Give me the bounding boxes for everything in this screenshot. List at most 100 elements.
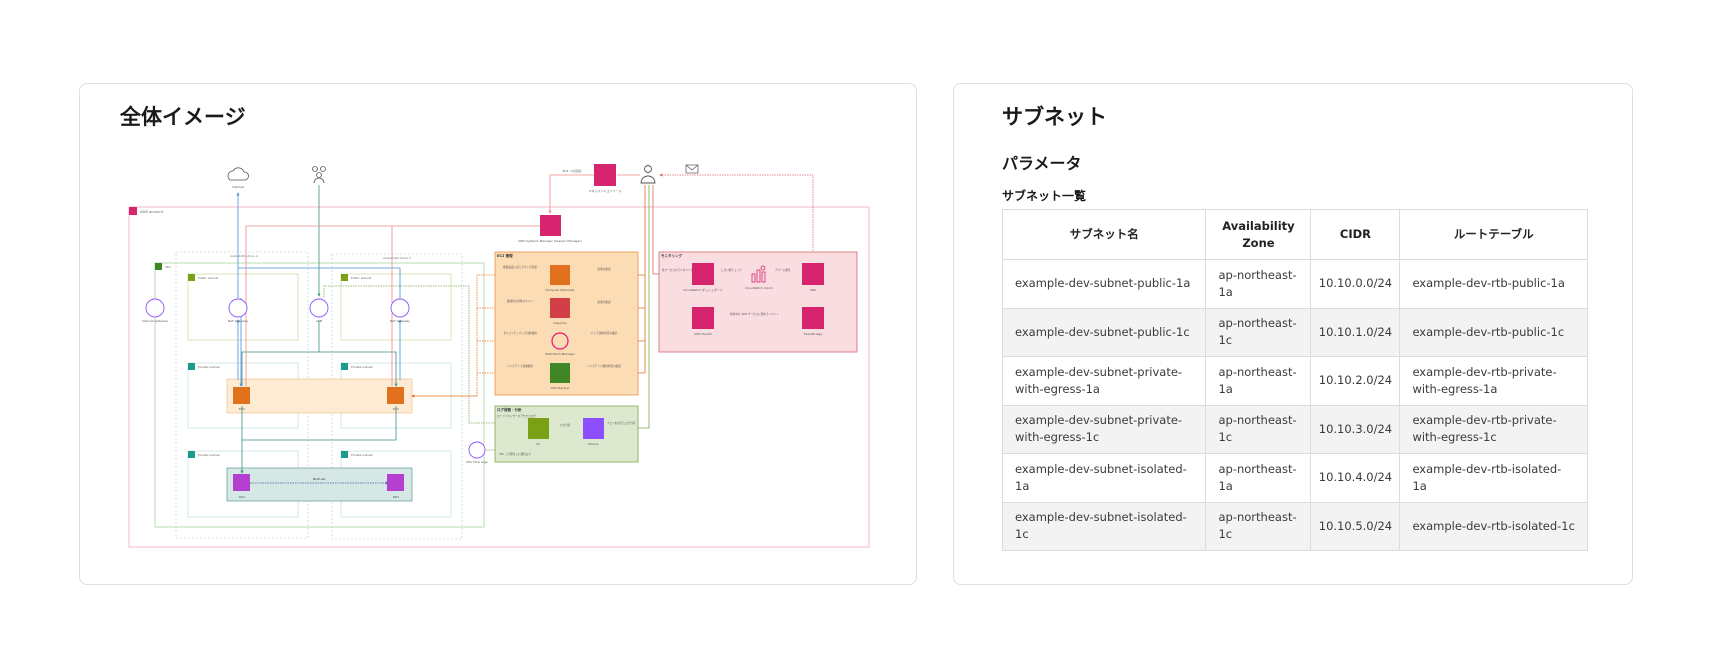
cloudwatch-alarm-icon <box>751 265 766 283</box>
note: 結果の確認 <box>598 267 611 271</box>
table-row: example-dev-subnet-private-with-egress-1… <box>1001 404 1588 454</box>
route-table-cell: example-dev-rtb-isolated-1a <box>1399 453 1588 503</box>
column-header: ルートテーブル <box>1399 209 1588 260</box>
cidr-cell: 10.10.4.0/24 <box>1310 453 1401 503</box>
note: バックアップ自動取得 <box>507 364 533 368</box>
public-subnet-label: Public subnet <box>198 276 219 280</box>
eventbridge-label: EventBridge <box>804 332 823 336</box>
column-header: CIDR <box>1310 209 1401 260</box>
systems-manager-icon <box>540 215 561 236</box>
parameter-heading: パラメータ <box>1002 154 1082 173</box>
management-console-icon <box>594 164 616 186</box>
note: ログ分析 <box>560 423 571 427</box>
mail-icon <box>685 164 699 174</box>
subnet-card: サブネット パラメータ サブネット一覧 サブネット名 Availability … <box>953 83 1633 585</box>
users-icon <box>312 166 326 184</box>
route-table-cell: example-dev-rtb-public-1c <box>1399 307 1588 357</box>
note: 結果の確認 <box>598 300 611 304</box>
az-cell: ap-northeast-1c <box>1205 404 1312 454</box>
nat-gateway-icon <box>228 298 248 318</box>
igw-label: Internet Gateway <box>142 319 168 323</box>
log-analysis-title: ログ保管・分析 <box>497 407 522 412</box>
nat-gateway-icon <box>390 298 410 318</box>
ec2-icon <box>233 387 250 404</box>
compute-optimizer-icon <box>550 265 570 285</box>
inspector-label: Inspector <box>553 321 568 325</box>
az-c-label: Availability Zone C <box>383 256 411 260</box>
patch-manager-label: SSM Patch Manager <box>545 352 575 356</box>
architecture-diagram: AWS account Availability Zone A Availabi… <box>128 164 870 548</box>
aws-health-icon <box>692 307 714 329</box>
private-subnet-label: Private subnet <box>198 453 221 457</box>
sns-label: SNS <box>810 288 816 292</box>
table-row: example-dev-subnet-private-with-egress-1… <box>1001 356 1588 406</box>
private-subnet-label: Private subnet <box>351 365 374 369</box>
console-label: マネジメントコンソール <box>588 188 621 193</box>
ec2-management-title: EC2 管理 <box>497 253 513 258</box>
note: 各サービスのモニタリング <box>662 268 694 272</box>
public-subnet-label: Public subnet <box>351 276 372 280</box>
user-icon <box>640 165 656 184</box>
note: クエリを実行しログ分析 <box>607 421 636 425</box>
overview-title: 全体イメージ <box>120 105 246 129</box>
route-table-cell: example-dev-rtb-public-1a <box>1399 259 1588 309</box>
ec2-login-label: EC2 への接続 <box>563 168 582 173</box>
alb-icon <box>309 298 329 318</box>
s3-icon <box>528 418 549 439</box>
cidr-cell: 10.10.5.0/24 <box>1310 501 1401 551</box>
s3-label: S3 <box>536 442 540 446</box>
rds-label: RDS <box>239 495 245 499</box>
athena-label: Athena <box>588 442 599 446</box>
cidr-cell: 10.10.0.0/24 <box>1310 259 1401 309</box>
inspector-icon <box>550 298 570 318</box>
rds-group <box>226 467 413 502</box>
column-header: サブネット名 <box>1001 209 1207 260</box>
note: パッチ適用状況の確認 <box>591 331 617 335</box>
private-subnet-label: Private subnet <box>351 453 374 457</box>
subnet-name-cell: example-dev-subnet-private-with-egress-1… <box>1001 404 1207 454</box>
ec2-label: EC2 <box>393 407 399 411</box>
athena-icon <box>583 418 604 439</box>
ec2-label: EC2 <box>239 407 245 411</box>
note: 利用中の AWS サービスに関するイベント <box>730 312 779 316</box>
az-cell: ap-northeast-1a <box>1205 356 1312 406</box>
cidr-cell: 10.10.2.0/24 <box>1310 356 1401 406</box>
vpc-label: VPC <box>165 265 171 269</box>
multi-az-label: Multi-AZ <box>313 477 325 481</box>
aws-account-icon <box>129 207 137 215</box>
cidr-cell: 10.10.3.0/24 <box>1310 404 1401 454</box>
subnet-name-cell: example-dev-subnet-isolated-1c <box>1001 501 1207 551</box>
subnet-name-cell: example-dev-subnet-public-1a <box>1001 259 1207 309</box>
alb-label: ALB <box>316 319 322 323</box>
internet-label: Internet <box>232 185 245 189</box>
subnet-name-cell: example-dev-subnet-public-1c <box>1001 307 1207 357</box>
alarm-label: CloudWatch Alarm <box>745 286 773 290</box>
nat-label: NAT Gateway <box>228 319 248 323</box>
az-a-boundary <box>175 251 309 539</box>
patch-manager-icon <box>551 332 569 350</box>
internet-gateway-icon <box>145 298 165 318</box>
route-table-cell: example-dev-rtb-private-with-egress-1a <box>1399 356 1588 406</box>
az-cell: ap-northeast-1a <box>1205 453 1312 503</box>
aws-account-label: AWS account <box>140 210 164 214</box>
subnet-title: サブネット <box>1002 105 1107 129</box>
compute-optimizer-label: Compute Optimizer <box>545 288 575 292</box>
health-label: AWS Health <box>694 332 712 336</box>
note: バックアップ取得状況の確認 <box>587 364 621 368</box>
vpc-boundary <box>154 262 485 528</box>
subnet-list-heading: サブネット一覧 <box>1002 189 1087 203</box>
rds-icon <box>233 474 250 491</box>
note: ロードバランサーのアクセスログ <box>497 414 536 418</box>
note: 推奨設定に応じたサイズ変更 <box>503 265 537 269</box>
aws-account-boundary <box>128 206 870 548</box>
note: アラーム発生 <box>775 268 791 272</box>
aws-backup-icon <box>550 363 570 383</box>
log-analysis-group <box>494 405 639 463</box>
rds-label: RDS <box>393 495 399 499</box>
table-header-row: サブネット名 Availability Zone CIDR ルートテーブル <box>1001 209 1588 260</box>
subnet-name-cell: example-dev-subnet-isolated-1a <box>1001 453 1207 503</box>
